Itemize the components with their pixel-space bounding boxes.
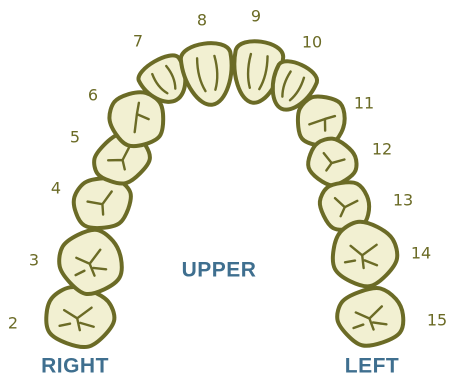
tooth-number-9: 9 — [251, 7, 261, 26]
tooth-2 — [44, 285, 116, 349]
tooth-8 — [179, 40, 237, 108]
upper-label: UPPER — [182, 259, 257, 282]
tooth-number-7: 7 — [133, 32, 143, 51]
tooth-number-2: 2 — [8, 314, 18, 333]
tooth-number-4: 4 — [51, 179, 61, 198]
teeth-group — [44, 38, 405, 349]
tooth-8-outline — [179, 40, 237, 108]
tooth-number-6: 6 — [88, 86, 98, 105]
tooth-number-5: 5 — [70, 128, 80, 147]
tooth-number-13: 13 — [393, 191, 413, 210]
tooth-number-11: 11 — [354, 94, 374, 113]
tooth-number-14: 14 — [411, 244, 431, 263]
tooth-number-15: 15 — [427, 311, 447, 330]
tooth-number-12: 12 — [372, 140, 392, 159]
tooth-number-10: 10 — [302, 33, 322, 52]
tooth-number-3: 3 — [29, 251, 39, 270]
tooth-number-8: 8 — [197, 11, 207, 30]
tooth-15 — [335, 286, 405, 347]
right-label: RIGHT — [41, 355, 109, 378]
left-label: LEFT — [345, 355, 400, 378]
